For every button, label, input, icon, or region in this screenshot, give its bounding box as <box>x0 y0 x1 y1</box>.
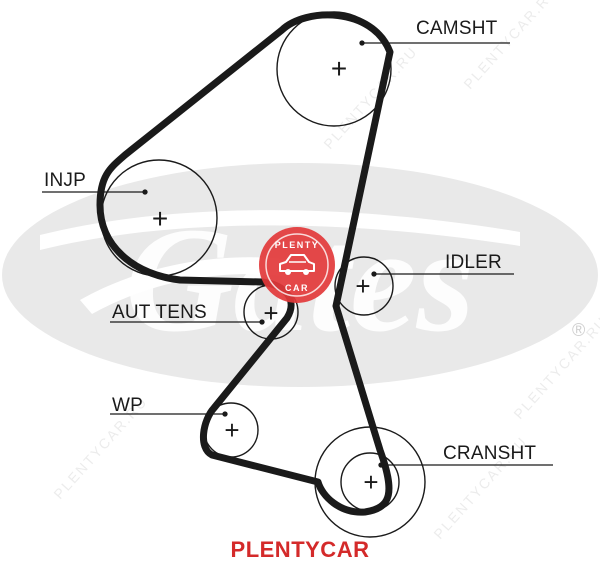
label-injection-pump: INJP <box>44 170 86 191</box>
stamp-bottom-text: CAR <box>285 283 309 293</box>
pulley-centers: + + + + + + <box>152 53 379 497</box>
crankshaft-leader-dot <box>378 462 384 468</box>
camshaft-center-icon: + <box>331 53 347 84</box>
injection-pump-leader-dot <box>142 189 148 195</box>
idler-leader-dot <box>371 271 377 277</box>
crankshaft-center-icon: + <box>363 467 378 497</box>
auto-tensioner-leader-dot <box>259 319 265 325</box>
water-pump-center-icon: + <box>224 415 239 445</box>
gates-watermark-swash <box>40 210 520 250</box>
label-auto-tensioner: AUT TENS <box>112 302 207 323</box>
site-watermark-text: PLENTYCAR.RU <box>460 0 560 92</box>
gates-watermark-registered: ® <box>572 320 585 340</box>
idler-center-icon: + <box>355 271 370 301</box>
label-crankshaft: CRANSHT <box>443 443 536 464</box>
idler-pulley <box>334 256 394 316</box>
label-camshaft: CAMSHT <box>416 18 498 39</box>
leader-lines <box>42 40 553 468</box>
label-idler: IDLER <box>445 252 502 273</box>
label-water-pump: WP <box>112 395 143 416</box>
gates-watermark-stroke <box>80 257 300 314</box>
stamp-top-text: PLENTY <box>275 240 320 250</box>
water-pump-leader-dot <box>222 411 228 417</box>
timing-belt <box>96 11 394 516</box>
car-icon <box>279 254 315 272</box>
plentycar-stamp-logo: PLENTY CAR <box>259 227 335 303</box>
injection-pump-center-icon: + <box>152 203 168 234</box>
camshaft-leader-dot <box>359 40 365 46</box>
footer-brand: PLENTYCAR <box>230 537 370 562</box>
auto-tensioner-center-icon: + <box>263 298 278 328</box>
component-labels: CAMSHT INJP IDLER AUT TENS WP CRANSHT <box>44 18 536 464</box>
